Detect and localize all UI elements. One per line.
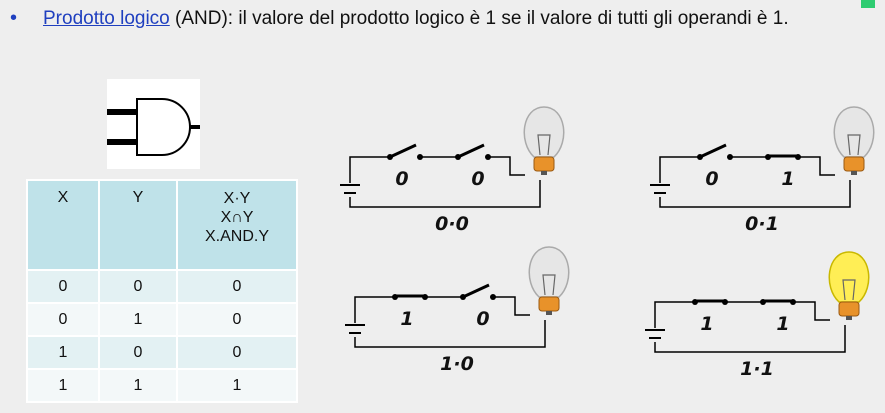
switch-b-label: 0 — [476, 308, 489, 330]
wire — [493, 296, 530, 316]
table-cell: 1 — [26, 368, 100, 403]
lamp-filament — [847, 134, 861, 156]
lamp-filament — [842, 279, 856, 301]
lamp-tip — [851, 171, 857, 175]
truth-table: X Y X·Y X∩Y X.AND.Y 0 0 0 0 1 0 1 0 0 1 … — [26, 179, 298, 403]
wire — [793, 301, 830, 321]
table-cell: 0 — [26, 269, 100, 304]
switch-blade — [457, 143, 485, 159]
lamp-base — [533, 156, 555, 172]
and-gate-symbol — [107, 79, 200, 169]
table-cell: 0 — [26, 302, 100, 337]
switch-b-label: 0 — [471, 168, 484, 190]
lamp-filament — [542, 274, 556, 296]
switch-a-label: 0 — [705, 168, 718, 190]
intro-paragraph: • Prodotto logico (AND): il valore del p… — [10, 6, 840, 31]
circuit-2: 1 0 1·0 — [345, 246, 570, 375]
switch-contact — [490, 294, 496, 300]
switch-b-label: 1 — [776, 313, 789, 335]
table-cell: 0 — [98, 269, 178, 304]
table-cell: 1 — [98, 368, 178, 403]
lamp-off-icon — [833, 106, 875, 175]
table-row: 1 0 0 — [26, 335, 298, 370]
keyword-link[interactable]: Prodotto logico — [43, 8, 170, 29]
table-row: 0 1 0 — [26, 302, 298, 337]
header-result-line: X·Y — [223, 190, 251, 207]
table-row: 1 1 1 — [26, 368, 298, 403]
intro-body: (AND): il valore del prodotto logico è 1… — [169, 8, 789, 29]
switch-b-label: 1 — [781, 168, 794, 190]
header-result-line: X.AND.Y — [204, 228, 269, 245]
wire — [349, 156, 390, 183]
lamp-glass — [523, 106, 565, 158]
switch-a — [387, 143, 423, 160]
switch-a — [697, 143, 733, 160]
switch-a-label: 1 — [400, 308, 413, 330]
lamp-filament — [537, 134, 551, 156]
wire — [354, 320, 546, 348]
wire — [488, 156, 525, 176]
switch-b — [765, 154, 801, 160]
table-cell: 0 — [176, 335, 298, 370]
lamp-base — [538, 296, 560, 312]
table-cell: 1 — [176, 368, 298, 403]
circuit-caption: 1·0 — [440, 353, 474, 375]
header-result-line: X∩Y — [220, 209, 254, 226]
table-cell: 1 — [26, 335, 100, 370]
lamp-tip — [546, 311, 552, 315]
lamp-tip — [846, 316, 852, 320]
switch-b — [455, 143, 491, 160]
circuit-caption: 1·1 — [740, 358, 774, 380]
wire — [354, 296, 395, 323]
switch-contact — [417, 154, 423, 160]
table-cell: 1 — [98, 302, 178, 337]
header-y: Y — [98, 179, 178, 271]
switch-contact — [727, 154, 733, 160]
table-row: 0 0 0 — [26, 269, 298, 304]
corner-marker — [861, 0, 875, 8]
wire — [654, 301, 695, 328]
circuit-0: 0 0 0·0 — [340, 106, 565, 235]
lamp-glass — [833, 106, 875, 158]
table-cell: 0 — [98, 335, 178, 370]
lamp-on-icon — [828, 251, 870, 320]
header-result: X·Y X∩Y X.AND.Y — [176, 179, 298, 271]
circuit-1: 0 1 0·1 — [650, 106, 875, 235]
switch-contact — [485, 154, 491, 160]
wire — [654, 325, 846, 353]
switch-blade — [699, 143, 727, 159]
wire — [798, 156, 835, 176]
circuit-3: 1 1 1·1 — [645, 251, 870, 380]
bullet: • — [10, 7, 18, 29]
lamp-glass — [528, 246, 570, 298]
switch-a-label: 0 — [395, 168, 408, 190]
switch-blade — [462, 283, 490, 299]
circuit-caption: 0·1 — [745, 213, 779, 235]
switch-b — [760, 299, 796, 305]
switch-a-label: 1 — [700, 313, 713, 335]
switch-a — [392, 294, 428, 300]
lamp-off-icon — [523, 106, 565, 175]
lamp-tip — [541, 171, 547, 175]
wire — [659, 180, 851, 208]
intro-text: Prodotto logico (AND): il valore del pro… — [43, 6, 840, 31]
lamp-glass — [828, 251, 870, 303]
lamp-base — [838, 301, 860, 317]
header-x: X — [26, 179, 100, 271]
wire — [659, 156, 700, 183]
table-cell: 0 — [176, 269, 298, 304]
wire — [349, 180, 541, 208]
switch-blade — [389, 143, 417, 159]
lamp-base — [843, 156, 865, 172]
circuit-caption: 0·0 — [435, 213, 469, 235]
switch-a — [692, 299, 728, 305]
lamp-off-icon — [528, 246, 570, 315]
table-cell: 0 — [176, 302, 298, 337]
switch-b — [460, 283, 496, 300]
